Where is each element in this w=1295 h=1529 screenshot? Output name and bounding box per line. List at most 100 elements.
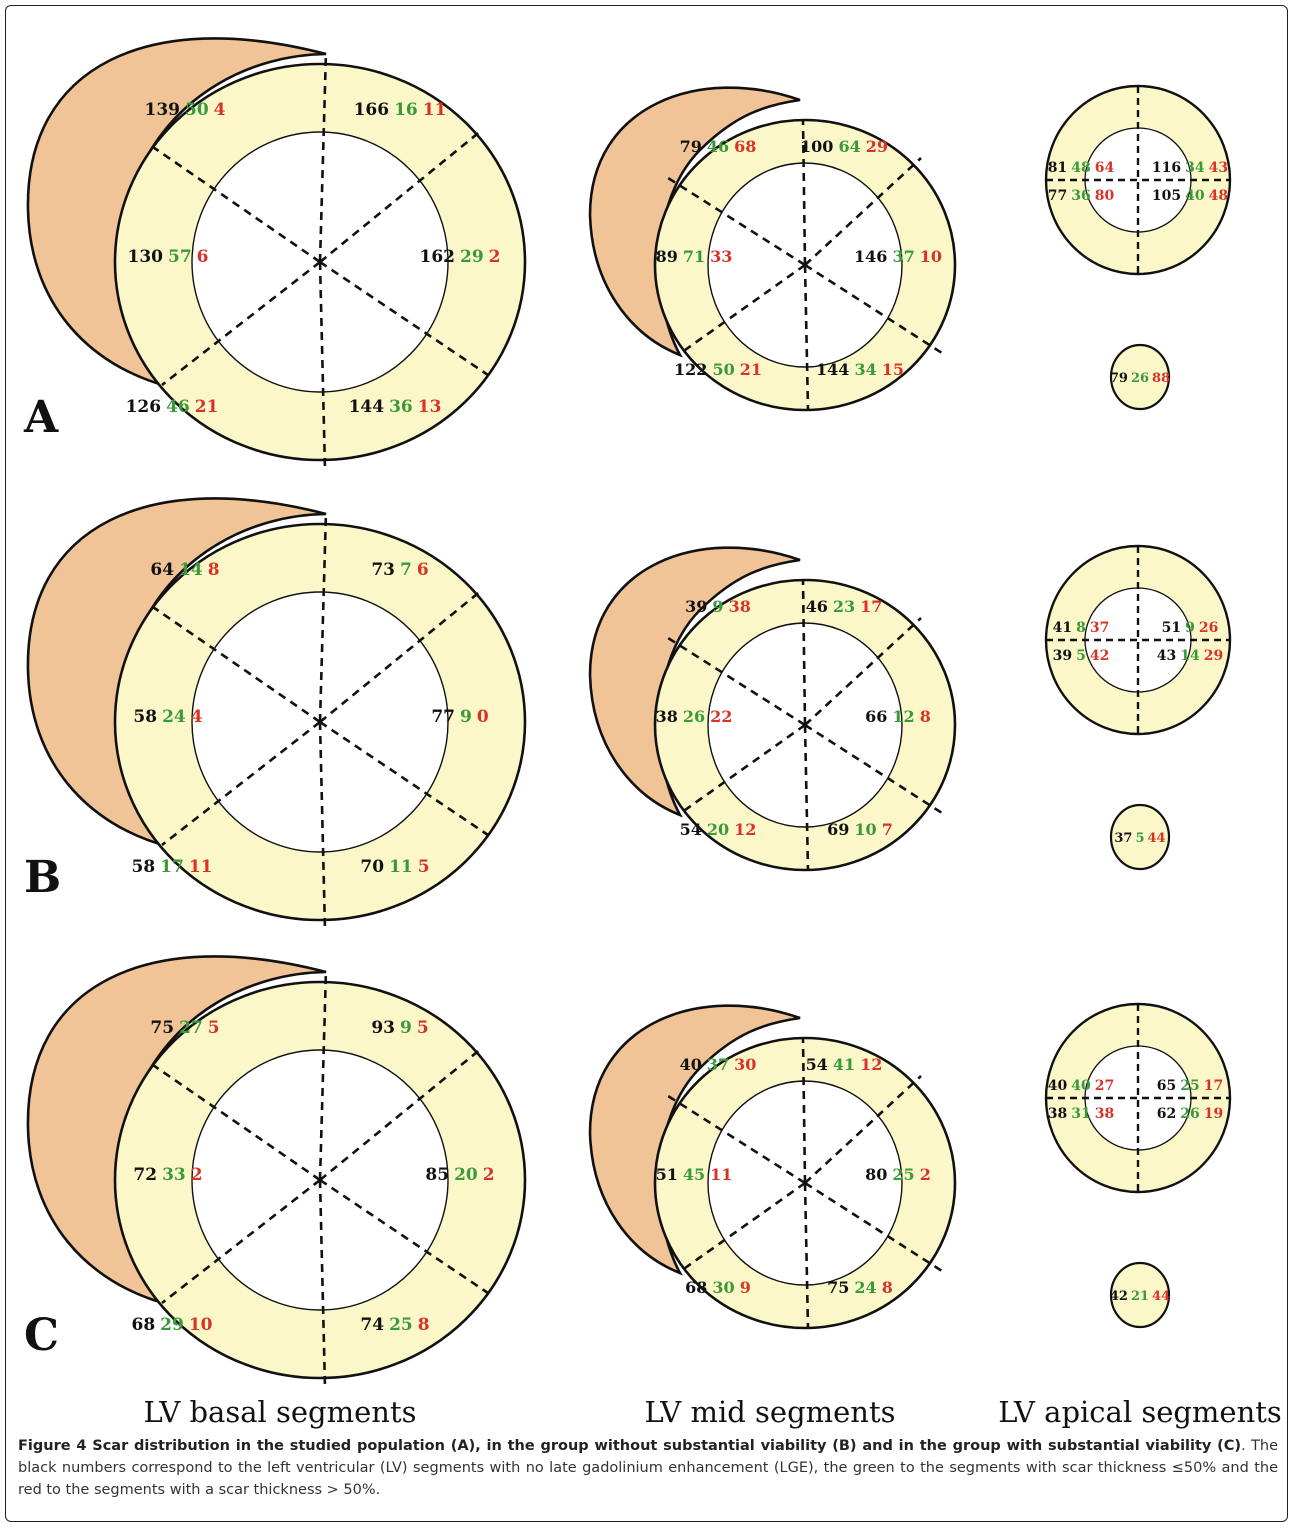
panel-a-basal-divider-5 bbox=[161, 260, 321, 387]
column-label-apical: LV apical segments bbox=[998, 1395, 1282, 1429]
panel-b-basal-divider-6 bbox=[319, 588, 483, 724]
panel-c-basal-divider-5 bbox=[161, 1178, 321, 1305]
panel-a-letter: A bbox=[23, 392, 59, 443]
panel-c-mid-divider-5 bbox=[677, 1181, 806, 1275]
figure-caption: Figure 4 Scar distribution in the studie… bbox=[18, 1435, 1278, 1501]
panel-b-mid-divider-6 bbox=[804, 617, 922, 726]
panel-b-basal-divider-2 bbox=[318, 721, 327, 931]
panel-c-basal-divider-6 bbox=[319, 1046, 483, 1182]
panel-a-mid-rv bbox=[588, 86, 801, 358]
panel-c-basal-divider-3 bbox=[149, 1061, 321, 1182]
panel-c-basal-divider-1 bbox=[318, 969, 328, 1181]
caption-text: . The black numbers correspond to the le… bbox=[18, 1438, 1278, 1498]
panel-b-basal-divider-3 bbox=[149, 603, 321, 724]
panel-c-basal-divider-4 bbox=[319, 1178, 489, 1295]
panel-b-apex bbox=[1109, 803, 1171, 871]
panel-c-mid-divider-6 bbox=[804, 1075, 922, 1184]
caption-bold: Figure 4 Scar distribution in the studie… bbox=[18, 1438, 1242, 1454]
panel-b-basal-divider-5 bbox=[161, 720, 321, 847]
panel-c-mid-divider-2 bbox=[803, 1182, 810, 1329]
panel-b-letter: B bbox=[24, 852, 61, 903]
column-label-mid: LV mid segments bbox=[644, 1395, 895, 1429]
panel-a-apex bbox=[1109, 343, 1171, 411]
panel-b-basal-rv bbox=[26, 497, 327, 850]
panel-b-mid-divider-2 bbox=[803, 724, 810, 871]
panel-b-basal-divider-1 bbox=[318, 511, 328, 723]
panel-a-basal-divider-2 bbox=[318, 261, 327, 471]
panel-a-mid-divider-1 bbox=[801, 119, 807, 266]
panel-c-basal-rv bbox=[26, 955, 327, 1308]
panel-a-basal-divider-6 bbox=[319, 128, 483, 264]
column-label-basal: LV basal segments bbox=[144, 1395, 417, 1429]
panel-b-mid-divider-1 bbox=[801, 579, 807, 726]
panel-a-basal-divider-4 bbox=[319, 260, 489, 377]
panel-c-mid-rv bbox=[588, 1004, 801, 1276]
panel-b-basal-divider-4 bbox=[319, 720, 489, 837]
panel-a-basal-divider-1 bbox=[318, 51, 328, 263]
panel-c-letter: C bbox=[24, 1310, 59, 1361]
panel-b-mid-rv bbox=[588, 546, 801, 818]
panel-a-mid-divider-6 bbox=[804, 157, 922, 266]
panel-a-basal-divider-3 bbox=[149, 143, 321, 264]
panel-a-mid-divider-2 bbox=[803, 264, 810, 411]
panel-c-apex bbox=[1109, 1261, 1171, 1329]
panel-a-basal-rv bbox=[26, 37, 327, 390]
panel-b-mid-divider-5 bbox=[677, 723, 806, 817]
panel-a-mid-divider-5 bbox=[677, 263, 806, 357]
panel-c-basal-divider-2 bbox=[318, 1179, 327, 1389]
figure-frame bbox=[5, 5, 1288, 1522]
